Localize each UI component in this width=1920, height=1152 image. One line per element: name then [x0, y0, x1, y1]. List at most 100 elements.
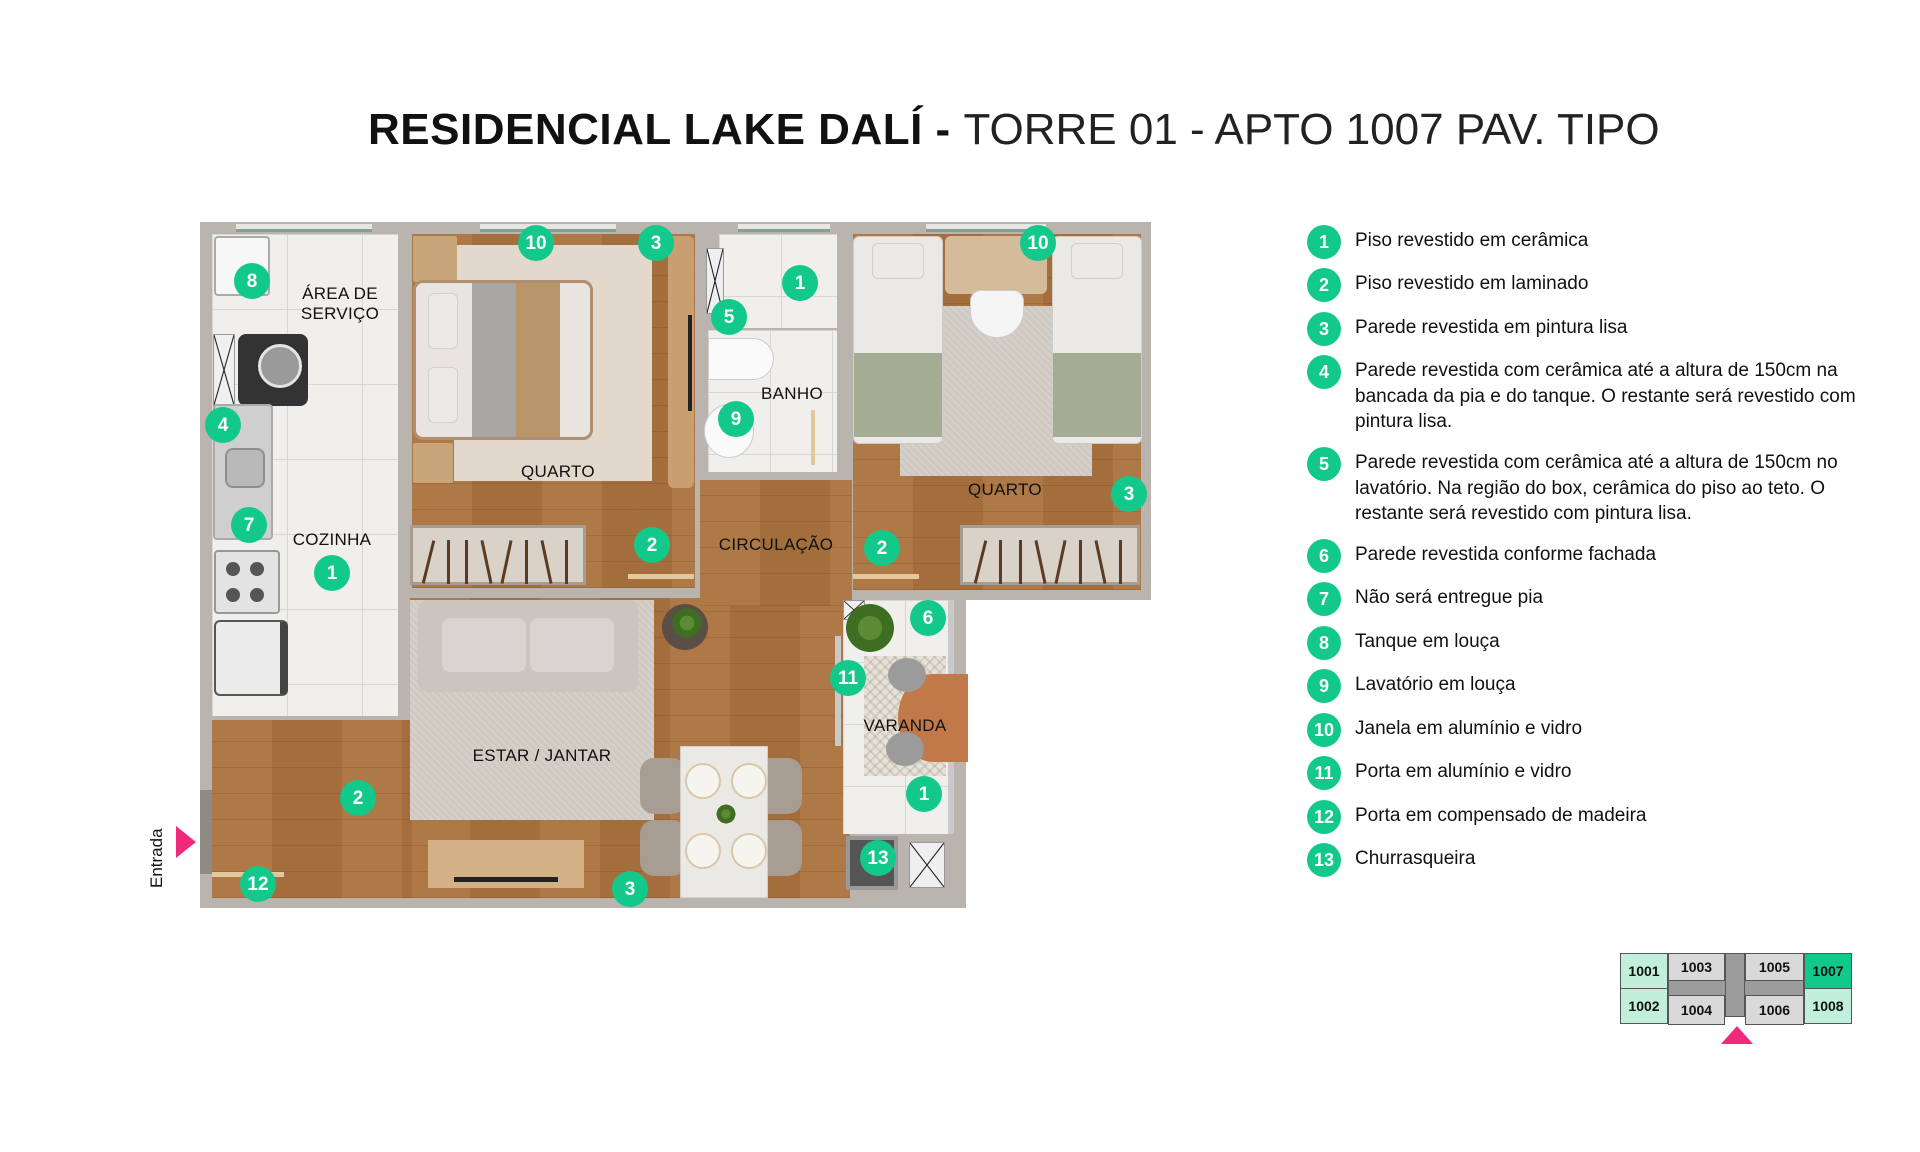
legend-badge: 8 — [1307, 626, 1341, 660]
tv-estar — [454, 877, 558, 882]
entrance-arrow-icon — [176, 826, 196, 858]
door-quarto-1[interactable] — [628, 574, 694, 579]
key-plan-entrance-arrow-icon — [1721, 1026, 1753, 1044]
marker-badge: 10 — [1020, 225, 1056, 261]
room-circ-link — [700, 596, 852, 606]
door-quarto-2[interactable] — [853, 574, 919, 579]
marker-badge: 3 — [612, 871, 648, 907]
title-building: RESIDENCIAL LAKE DALÍ - — [368, 105, 964, 154]
unit-1008[interactable]: 1008 — [1804, 988, 1852, 1024]
nightstand-bottom — [413, 443, 453, 483]
legend-text: Parede revestida com cerâmica até a altu… — [1355, 360, 1856, 432]
marker-badge: 1 — [906, 776, 942, 812]
window-quarto-2 — [926, 224, 1046, 232]
unit-1005[interactable]: 1005 — [1745, 953, 1804, 981]
plant-varanda — [842, 600, 898, 656]
legend-text: Piso revestido em cerâmica — [1355, 230, 1589, 251]
shaft-varanda-bottom — [909, 842, 945, 888]
wardrobe-quarto-2 — [960, 525, 1140, 585]
label-circulacao: CIRCULAÇÃO — [718, 535, 834, 554]
dining-table — [680, 746, 768, 898]
unit-1002[interactable]: 1002 — [1620, 988, 1668, 1024]
legend-item: 6 Parede revestida conforme fachada — [1307, 539, 1887, 582]
marker-badge: 2 — [340, 780, 376, 816]
refrigerator — [214, 620, 288, 696]
legend-badge: 10 — [1307, 713, 1341, 747]
title-unit: TORRE 01 - APTO 1007 PAV. TIPO — [963, 105, 1660, 154]
marker-badge: 1 — [314, 555, 350, 591]
varanda-stool-2 — [886, 732, 924, 766]
legend-text: Parede revestida em pintura lisa — [1355, 317, 1628, 338]
legend: 1 Piso revestido em cerâmica 2 Piso reve… — [1307, 225, 1887, 886]
marker-badge: 13 — [860, 840, 896, 876]
room-estar-entry — [212, 720, 412, 898]
label-cozinha: COZINHA — [292, 530, 372, 549]
room-banho-box — [719, 234, 837, 328]
marker-badge: 1 — [782, 265, 818, 301]
label-banho: BANHO — [761, 384, 823, 403]
window-service — [236, 224, 372, 232]
door-box — [811, 410, 815, 465]
wardrobe-quarto-1 — [410, 525, 586, 585]
unit-1003[interactable]: 1003 — [1668, 953, 1725, 981]
legend-badge: 4 — [1307, 355, 1341, 389]
stove — [214, 550, 280, 614]
marker-badge: 9 — [718, 401, 754, 437]
legend-text: Parede revestida conforme fachada — [1355, 544, 1657, 565]
entrance-label: Entrada — [147, 828, 166, 888]
legend-text: Tanque em louça — [1355, 631, 1500, 652]
nightstand-top — [413, 236, 457, 282]
legend-badge: 5 — [1307, 447, 1341, 481]
legend-item: 9 Lavatório em louça — [1307, 669, 1887, 713]
legend-badge: 13 — [1307, 843, 1341, 877]
legend-text: Janela em alumínio e vidro — [1355, 718, 1583, 739]
key-plan: 1001 1002 1003 1004 1005 1006 1007 1008 — [1620, 953, 1852, 1025]
shaft-banho — [706, 248, 724, 314]
washing-machine — [238, 334, 308, 406]
legend-badge: 7 — [1307, 582, 1341, 616]
marker-badge: 10 — [518, 225, 554, 261]
plant-side-table — [670, 606, 704, 640]
legend-badge: 3 — [1307, 312, 1341, 346]
unit-1001[interactable]: 1001 — [1620, 953, 1668, 989]
shaft-service — [213, 334, 235, 406]
single-bed-right — [1052, 236, 1142, 444]
label-quarto-2: QUARTO — [968, 480, 1042, 499]
page-title: RESIDENCIAL LAKE DALÍ - TORRE 01 - APTO … — [368, 104, 1660, 156]
sofa — [418, 600, 638, 692]
unit-1006[interactable]: 1006 — [1745, 995, 1804, 1025]
legend-item: 2 Piso revestido em laminado — [1307, 268, 1887, 312]
legend-text: Porta em alumínio e vidro — [1355, 761, 1572, 782]
marker-badge: 5 — [711, 299, 747, 335]
label-varanda: VARANDA — [863, 716, 947, 735]
legend-text: Churrasqueira — [1355, 848, 1476, 869]
marker-badge: 2 — [634, 527, 670, 563]
label-area-servico: ÁREA DE SERVIÇO — [300, 284, 380, 323]
legend-text: Não será entregue pia — [1355, 587, 1544, 608]
legend-text: Lavatório em louça — [1355, 674, 1516, 695]
legend-badge: 12 — [1307, 800, 1341, 834]
marker-badge: 12 — [240, 866, 276, 902]
unit-1007-selected[interactable]: 1007 — [1804, 953, 1852, 989]
legend-badge: 6 — [1307, 539, 1341, 573]
legend-badge: 2 — [1307, 268, 1341, 302]
marker-badge: 7 — [231, 507, 267, 543]
legend-badge: 11 — [1307, 756, 1341, 790]
single-bed-left — [853, 236, 943, 444]
legend-item: 8 Tanque em louça — [1307, 626, 1887, 669]
legend-item: 3 Parede revestida em pintura lisa — [1307, 312, 1887, 355]
toilet — [708, 338, 774, 380]
legend-item: 4 Parede revestida com cerâmica até a al… — [1307, 355, 1887, 447]
legend-badge: 9 — [1307, 669, 1341, 703]
unit-1004[interactable]: 1004 — [1668, 995, 1725, 1025]
room-circulacao — [700, 480, 852, 600]
legend-item: 1 Piso revestido em cerâmica — [1307, 225, 1887, 268]
varanda-stool-1 — [888, 658, 926, 692]
legend-item: 13 Churrasqueira — [1307, 843, 1887, 886]
legend-item: 5 Parede revestida com cerâmica até a al… — [1307, 447, 1887, 539]
window-banho — [738, 224, 830, 232]
legend-text: Piso revestido em laminado — [1355, 273, 1589, 294]
dining-chair-1 — [640, 758, 686, 814]
double-bed — [413, 280, 593, 440]
marker-badge: 6 — [910, 600, 946, 636]
